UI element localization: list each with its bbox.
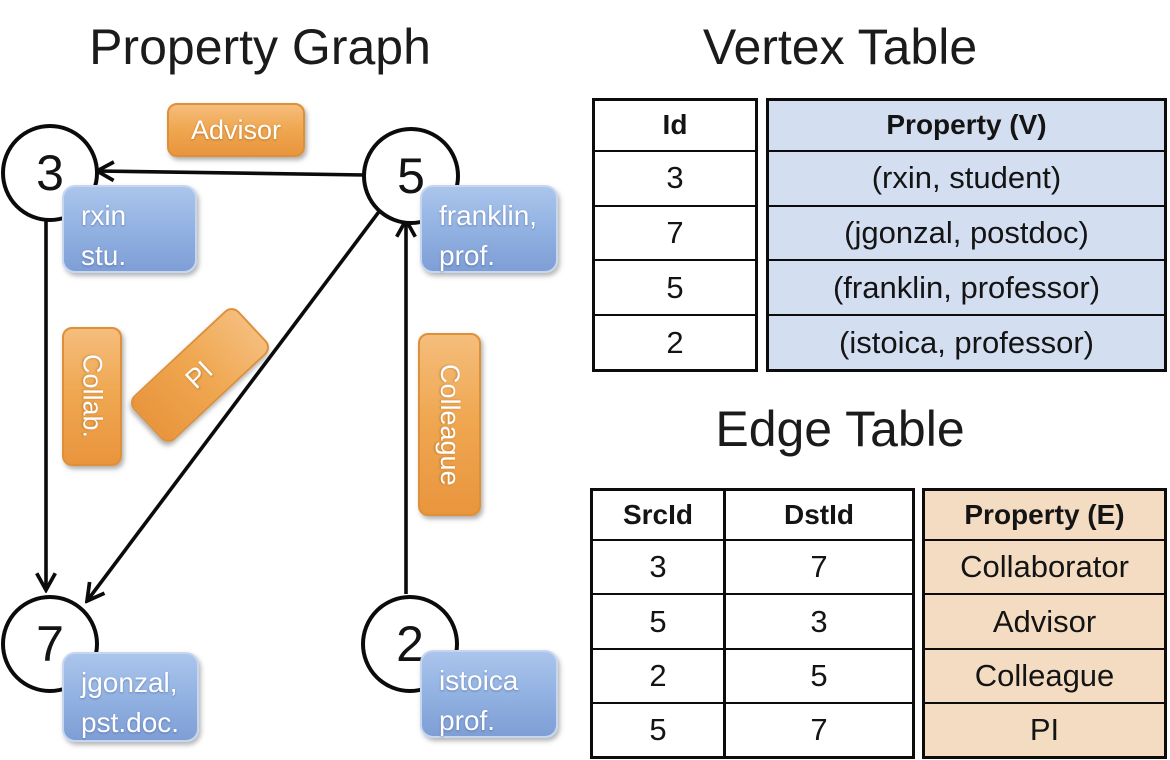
table-cell: PI [925,701,1164,756]
table-cell: (rxin, student) [769,149,1164,205]
edge-table-property-column: Property (E) Collaborator Advisor Collea… [922,488,1167,759]
table-cell: 2 [593,647,723,702]
edge-pi-5-to-7 [87,207,383,601]
vertex-prop-line: rxin [81,200,127,231]
graph-edges [0,0,585,760]
vertex-prop-line: prof. [439,705,496,736]
table-cell: 7 [595,204,755,260]
table-cell: 5 [726,647,912,702]
vertex-prop-line: prof. [439,240,496,271]
table-cell: Colleague [925,647,1164,702]
vertex-table-id-column: Id 3 7 5 2 [592,98,758,372]
table-cell: 2 [595,314,755,369]
edge-advisor-5-to-3 [97,171,366,175]
edge-table-dstid-column: DstId 7 3 5 7 [723,488,915,759]
edge-label-colleague: Colleague [418,333,481,516]
vertex-node-3-id: 3 [36,145,64,201]
vertex-prop-rxin: rxin stu. [62,185,197,273]
vertex-table-header-id: Id [662,109,688,141]
table-cell: 3 [595,149,755,205]
vertex-prop-line: franklin, [439,200,538,231]
table-cell: 3 [726,593,912,647]
table-cell: (istoica, professor) [769,314,1164,369]
vertex-prop-line: istoica [439,665,519,696]
graph-title: Property Graph [89,19,431,75]
vertex-table-header-property: Property (V) [886,109,1047,141]
edge-table-header-dstid: DstId [784,499,854,531]
vertex-prop-franklin: franklin, prof. [420,185,558,273]
table-cell: 3 [593,539,723,593]
edge-label-collab: Collab. [62,327,122,466]
vertex-table-property-column: Property (V) (rxin, student) (jgonzal, p… [766,98,1167,372]
table-cell: Advisor [925,593,1164,647]
vertex-node-2: 2 [361,595,459,693]
vertex-prop-jgonzal: jgonzal, pst.doc. [62,652,199,742]
vertex-node-2-id: 2 [396,616,424,672]
vertex-prop-line: stu. [81,240,127,271]
vertex-prop-line: pst.doc. [81,707,180,738]
edge-table-header-property: Property (E) [964,499,1125,531]
edge-table-header-srcid: SrcId [622,499,694,531]
edge-table-title: Edge Table [715,401,965,457]
table-cell: (franklin, professor) [769,259,1164,314]
edge-label-advisor: Advisor [167,103,305,157]
edge-table-srcid-column: SrcId 3 5 2 5 [590,488,726,759]
vertex-prop-line: jgonzal, [81,667,178,698]
table-cell: 7 [726,701,912,756]
table-cell: 5 [593,593,723,647]
vertex-table-title: Vertex Table [702,19,978,75]
vertex-node-7-id: 7 [36,616,64,672]
vertex-prop-istoica: istoica prof. [420,650,558,738]
table-cell: 7 [726,539,912,593]
table-cell: (jgonzal, postdoc) [769,204,1164,260]
table-cell: 5 [595,259,755,314]
table-cell: 5 [593,701,723,756]
table-cell: Collaborator [925,539,1164,593]
edge-label-pi-text: PI [180,354,220,395]
